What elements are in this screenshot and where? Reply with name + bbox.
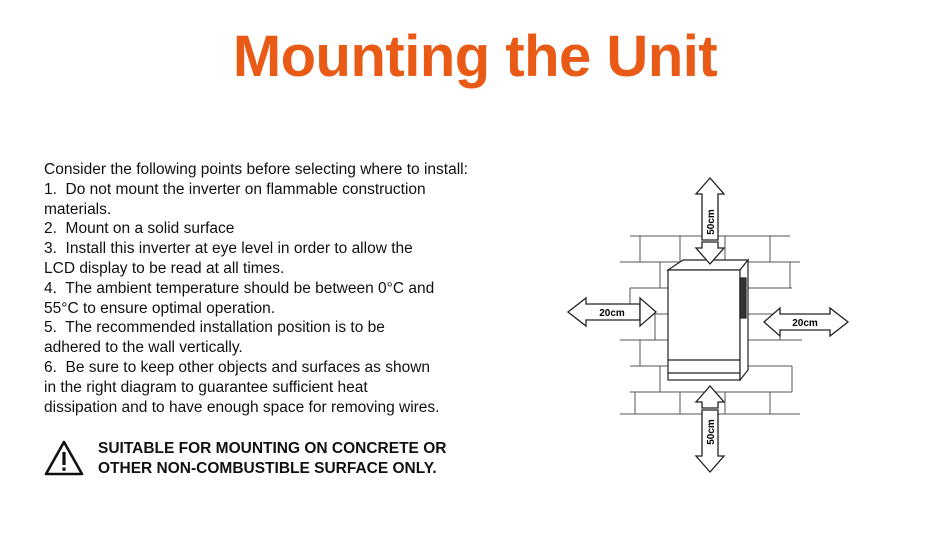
clearance-diagram: 50cm 50cm 20cm 20cm (566, 177, 850, 473)
right-clearance-label: 20cm (792, 318, 818, 329)
point-line: 3. Install this inverter at eye level in… (44, 240, 413, 258)
point-line: 5. The recommended installation position… (44, 319, 385, 337)
point-line: materials. (44, 200, 112, 218)
point-line: 2. Mount on a solid surface (44, 220, 235, 238)
intro-line: Consider the following points before sel… (44, 161, 468, 178)
arrow-top: 50cm (694, 177, 726, 265)
installation-points: Consider the following points before sel… (44, 160, 514, 417)
point-line: dissipation and to have enough space for… (44, 398, 440, 416)
point-line: in the right diagram to guarantee suffic… (44, 378, 368, 396)
left-clearance-label: 20cm (599, 308, 625, 319)
top-clearance-label: 50cm (706, 209, 717, 235)
point-line: adhered to the wall vertically. (44, 339, 243, 357)
page-title: Mounting the Unit (232, 24, 718, 89)
point-line: LCD display to be read at all times. (44, 259, 285, 277)
point-line: 4. The ambient temperature should be bet… (44, 279, 435, 297)
warning-line: OTHER NON-COMBUSTIBLE SURFACE ONLY. (98, 460, 437, 477)
point-line: 6. Be sure to keep other objects and sur… (44, 358, 431, 376)
arrow-right: 20cm (763, 306, 850, 338)
warning-line: SUITABLE FOR MOUNTING ON CONCRETE OR (98, 440, 447, 457)
point-line: 55°C to ensure optimal operation. (44, 299, 276, 317)
warning-triangle-icon (44, 440, 84, 476)
point-line: 1. Do not mount the inverter on flammabl… (44, 180, 426, 198)
warning-text: SUITABLE FOR MOUNTING ON CONCRETE OR OTH… (98, 439, 446, 479)
warning-notice: SUITABLE FOR MOUNTING ON CONCRETE OR OTH… (44, 438, 524, 482)
arrow-left: 20cm (566, 296, 657, 328)
inverter-unit (666, 258, 750, 382)
arrow-bottom: 50cm (694, 385, 726, 473)
bottom-clearance-label: 50cm (706, 419, 717, 445)
